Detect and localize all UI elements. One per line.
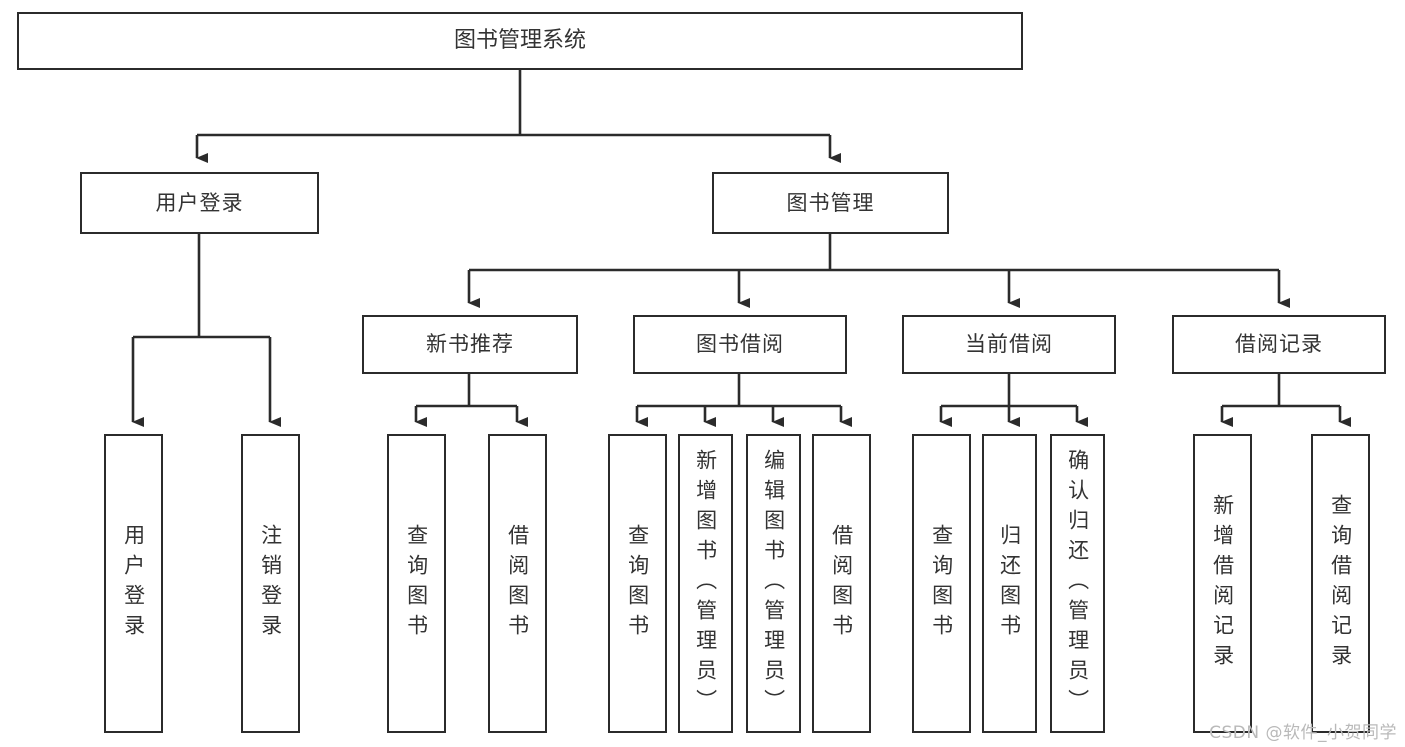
- node-label: 新书推荐: [426, 332, 514, 357]
- node-label: 图书管理系统: [453, 28, 586, 54]
- node-label: 图书借阅: [696, 332, 784, 357]
- node-label: 查询图书: [404, 523, 429, 644]
- node-label: 图书管理: [786, 190, 875, 215]
- csdn-watermark: CSDN @软件_小贺同学: [1209, 723, 1397, 743]
- leaf-query-book-current[interactable]: 查询图书: [912, 434, 971, 733]
- leaf-borrow-book[interactable]: 借阅图书: [812, 434, 871, 733]
- leaf-add-book-admin[interactable]: 新增图书（管理员）: [678, 434, 733, 733]
- node-root-system[interactable]: 图书管理系统: [17, 12, 1023, 70]
- node-label: 新增图书（管理员）: [693, 448, 718, 719]
- leaf-user-login[interactable]: 用户登录: [104, 434, 163, 733]
- node-label: 归还图书: [997, 523, 1022, 644]
- leaf-add-borrow-record[interactable]: 新增借阅记录: [1193, 434, 1252, 733]
- node-label: 当前借阅: [965, 332, 1053, 357]
- leaf-confirm-return-admin[interactable]: 确认归还（管理员）: [1050, 434, 1105, 733]
- leaf-return-book[interactable]: 归还图书: [982, 434, 1037, 733]
- node-book-management[interactable]: 图书管理: [712, 172, 949, 234]
- leaf-user-logout[interactable]: 注销登录: [241, 434, 300, 733]
- node-label: 用户登录: [121, 523, 146, 644]
- leaf-query-borrow-record[interactable]: 查询借阅记录: [1311, 434, 1370, 733]
- leaf-query-book-borrow[interactable]: 查询图书: [608, 434, 667, 733]
- node-book-borrow[interactable]: 图书借阅: [633, 315, 847, 374]
- node-label: 查询图书: [929, 523, 954, 644]
- node-borrow-record[interactable]: 借阅记录: [1172, 315, 1386, 374]
- node-label: 新增借阅记录: [1210, 493, 1235, 674]
- node-label: 借阅图书: [829, 523, 854, 644]
- node-label: 编辑图书（管理员）: [761, 448, 786, 719]
- leaf-borrow-book-recommend[interactable]: 借阅图书: [488, 434, 547, 733]
- node-label: 注销登录: [258, 523, 283, 644]
- node-current-borrow[interactable]: 当前借阅: [902, 315, 1116, 374]
- leaf-edit-book-admin[interactable]: 编辑图书（管理员）: [746, 434, 801, 733]
- leaf-query-book-recommend[interactable]: 查询图书: [387, 434, 446, 733]
- node-label: 借阅图书: [505, 523, 530, 644]
- node-user-login[interactable]: 用户登录: [80, 172, 319, 234]
- node-label: 借阅记录: [1235, 332, 1323, 357]
- node-label: 确认归还（管理员）: [1065, 448, 1090, 719]
- node-label: 查询图书: [625, 523, 650, 644]
- node-label: 用户登录: [155, 190, 244, 215]
- node-label: 查询借阅记录: [1328, 493, 1353, 674]
- node-new-book-recommend[interactable]: 新书推荐: [362, 315, 578, 374]
